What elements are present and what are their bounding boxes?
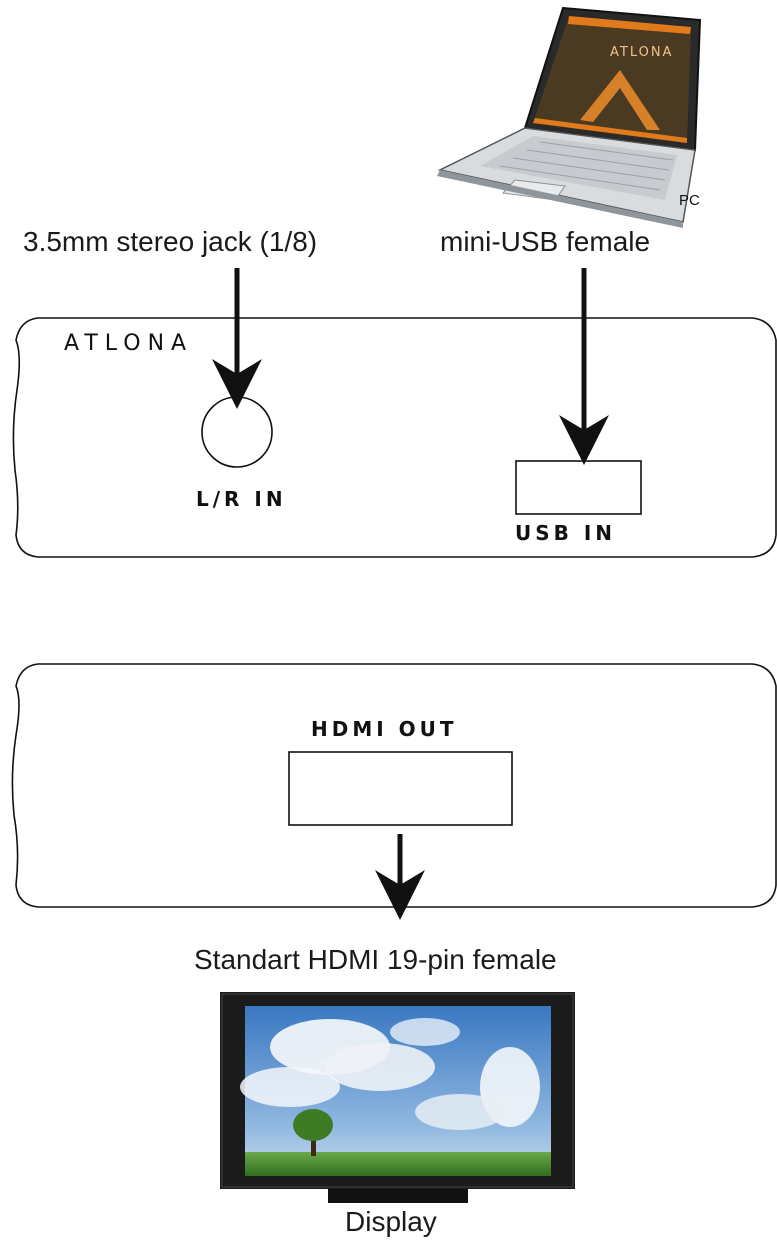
usb-input-label: mini-USB female [440, 226, 651, 257]
audio-jack-port [201, 396, 273, 468]
usb-port [515, 460, 642, 515]
display-label: Display [345, 1206, 437, 1237]
audio-input-label: 3.5mm stereo jack (1/8) [23, 226, 318, 257]
laptop-screen-brand: ATLONA [610, 45, 673, 60]
audio-port-label: L/R IN [196, 487, 287, 511]
hdmi-output-label: Standart HDMI 19-pin female [194, 944, 557, 975]
pc-label: PC [679, 192, 700, 209]
device-brand-logo: ATLONA [64, 331, 194, 356]
usb-port-label: USB IN [515, 521, 617, 545]
display-illustration [220, 992, 575, 1203]
hdmi-port [288, 751, 513, 826]
hdmi-port-label: HDMI OUT [311, 717, 458, 741]
rear-panel [11, 663, 777, 908]
laptop-illustration: ATLONA [437, 6, 702, 228]
front-panel [12, 317, 777, 558]
